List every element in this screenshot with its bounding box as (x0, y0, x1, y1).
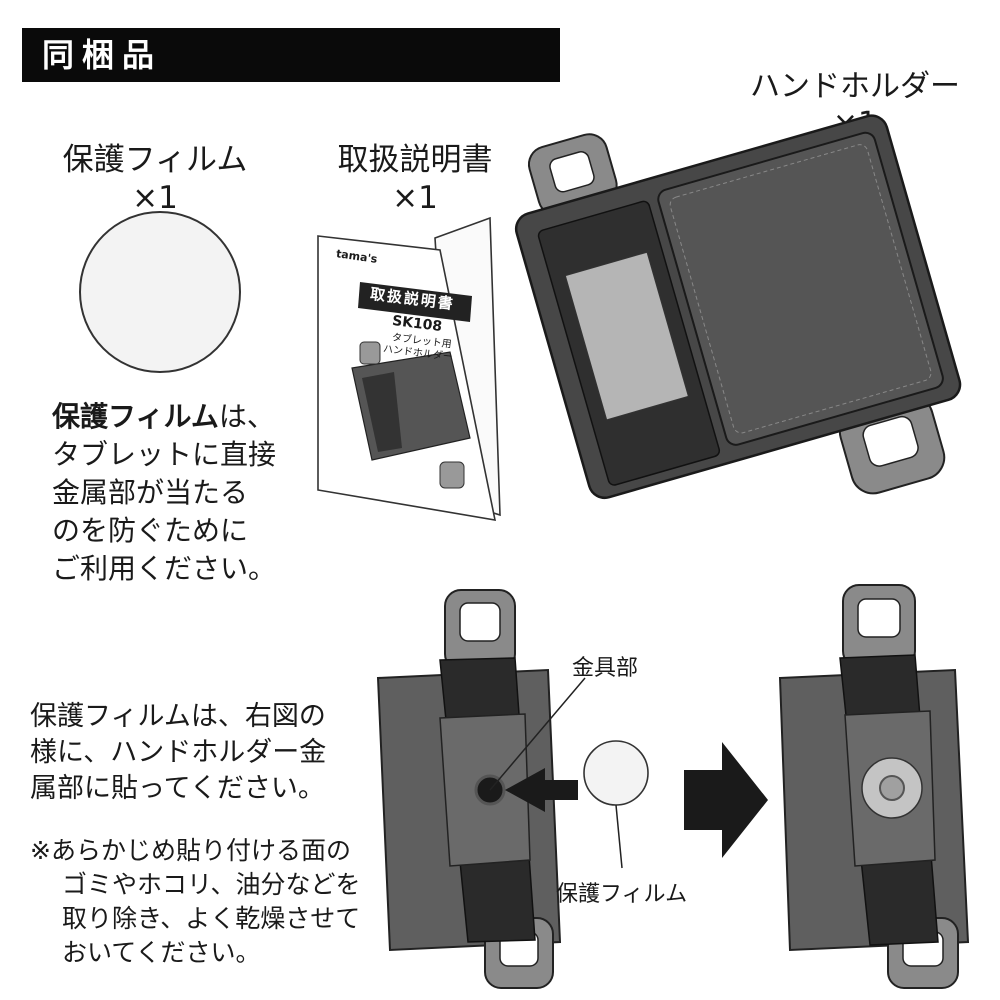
film-note-bold: 保護フィルム (52, 400, 219, 433)
film-item-name: 保護フィルム (62, 142, 248, 178)
hand-holder-image (514, 114, 962, 500)
film-note-line1-rest: は、 (218, 400, 275, 433)
instruction-line3: 属部に貼ってください。 (30, 773, 325, 804)
caution-line2: ゴミやホコリ、油分などを (62, 870, 361, 899)
film-item-qty: ×1 (132, 180, 178, 216)
protective-film-image (79, 211, 241, 373)
film-note-line4: のを防ぐために (52, 514, 249, 547)
film-note-line1: 保護フィルムは、 (52, 398, 275, 436)
film-piece (583, 740, 649, 806)
holder-after-diagram (778, 584, 970, 989)
section-header-bar (22, 28, 560, 82)
film-callout: 保護フィルム (556, 882, 688, 907)
film-note-line5: ご利用ください。 (52, 552, 277, 585)
holder-item-name: ハンドホルダー (750, 69, 960, 104)
instruction-line2: 様に、ハンドホルダー金 (30, 737, 327, 768)
instruction-line1: 保護フィルムは、右図の (30, 701, 326, 732)
caution-line4: おいてください。 (62, 938, 261, 967)
result-arrow (684, 742, 768, 858)
manual-booklet-image (317, 216, 501, 521)
film-note-line2: タブレットに直接 (52, 438, 277, 471)
caution-line1: ※あらかじめ貼り付ける面の (30, 836, 351, 865)
caution-line3: 取り除き、よく乾燥させて (62, 904, 361, 933)
manual-item-qty: ×1 (392, 180, 438, 216)
section-title: 同梱品 (42, 36, 163, 74)
metal-part-callout: 金具部 (572, 656, 639, 681)
holder-before-diagram (376, 589, 562, 989)
apply-arrow (505, 768, 578, 812)
manual-item-name: 取扱説明書 (337, 142, 493, 178)
film-note-line3: 金属部が当たる (52, 476, 249, 509)
